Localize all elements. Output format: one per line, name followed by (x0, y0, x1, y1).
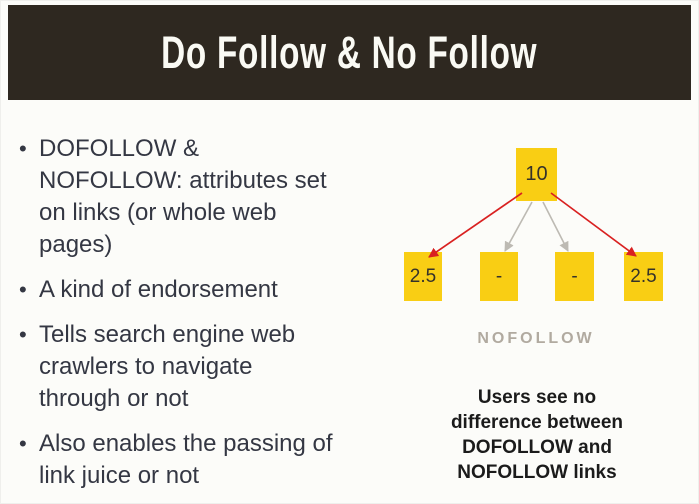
nofollow-arrow-icon (542, 201, 569, 252)
bullet-dot-icon: • (19, 431, 27, 456)
caption-line: NOFOLLOW links (457, 462, 617, 483)
bullet-item: • Also enables the passing of link juice… (18, 428, 338, 492)
caption-line: Users see no (477, 387, 597, 408)
bullet-dot-icon: • (19, 136, 27, 161)
pagerank-child-box: - (480, 252, 518, 301)
diagram-caption: Users see no difference between DOFOLLOW… (427, 385, 647, 485)
page-title: Do Follow & No Follow (161, 26, 538, 78)
nofollow-arrow-icon (504, 201, 533, 252)
pagerank-root-box: 10 (516, 148, 557, 201)
bullet-text: DOFOLLOW & NOFOLLOW: attributes set on l… (39, 135, 327, 258)
dofollow-arrow-icon (428, 192, 523, 258)
bullet-text: Also enables the passing of link juice o… (39, 430, 333, 489)
bullet-item: • DOFOLLOW & NOFOLLOW: attributes set on… (18, 133, 338, 261)
nofollow-label: NOFOLLOW (477, 330, 595, 347)
pagerank-child-box: 2.5 (404, 252, 442, 301)
dofollow-arrow-icon (550, 192, 637, 257)
bullet-list: • DOFOLLOW & NOFOLLOW: attributes set on… (18, 133, 338, 504)
pagerank-child-box: 2.5 (624, 252, 663, 301)
caption-line: difference between (450, 412, 624, 433)
bullet-item: • A kind of endorsement (18, 274, 338, 306)
bullet-dot-icon: • (19, 277, 27, 302)
title-bar: Do Follow & No Follow (8, 5, 691, 100)
bullet-item: • Tells search engine web crawlers to na… (18, 319, 338, 415)
caption-line: DOFOLLOW and (462, 437, 612, 458)
bullet-dot-icon: • (19, 322, 27, 347)
bullet-text: Tells search engine web crawlers to navi… (39, 321, 296, 412)
pagerank-child-box: - (555, 252, 594, 301)
bullet-text: A kind of endorsement (39, 276, 278, 303)
